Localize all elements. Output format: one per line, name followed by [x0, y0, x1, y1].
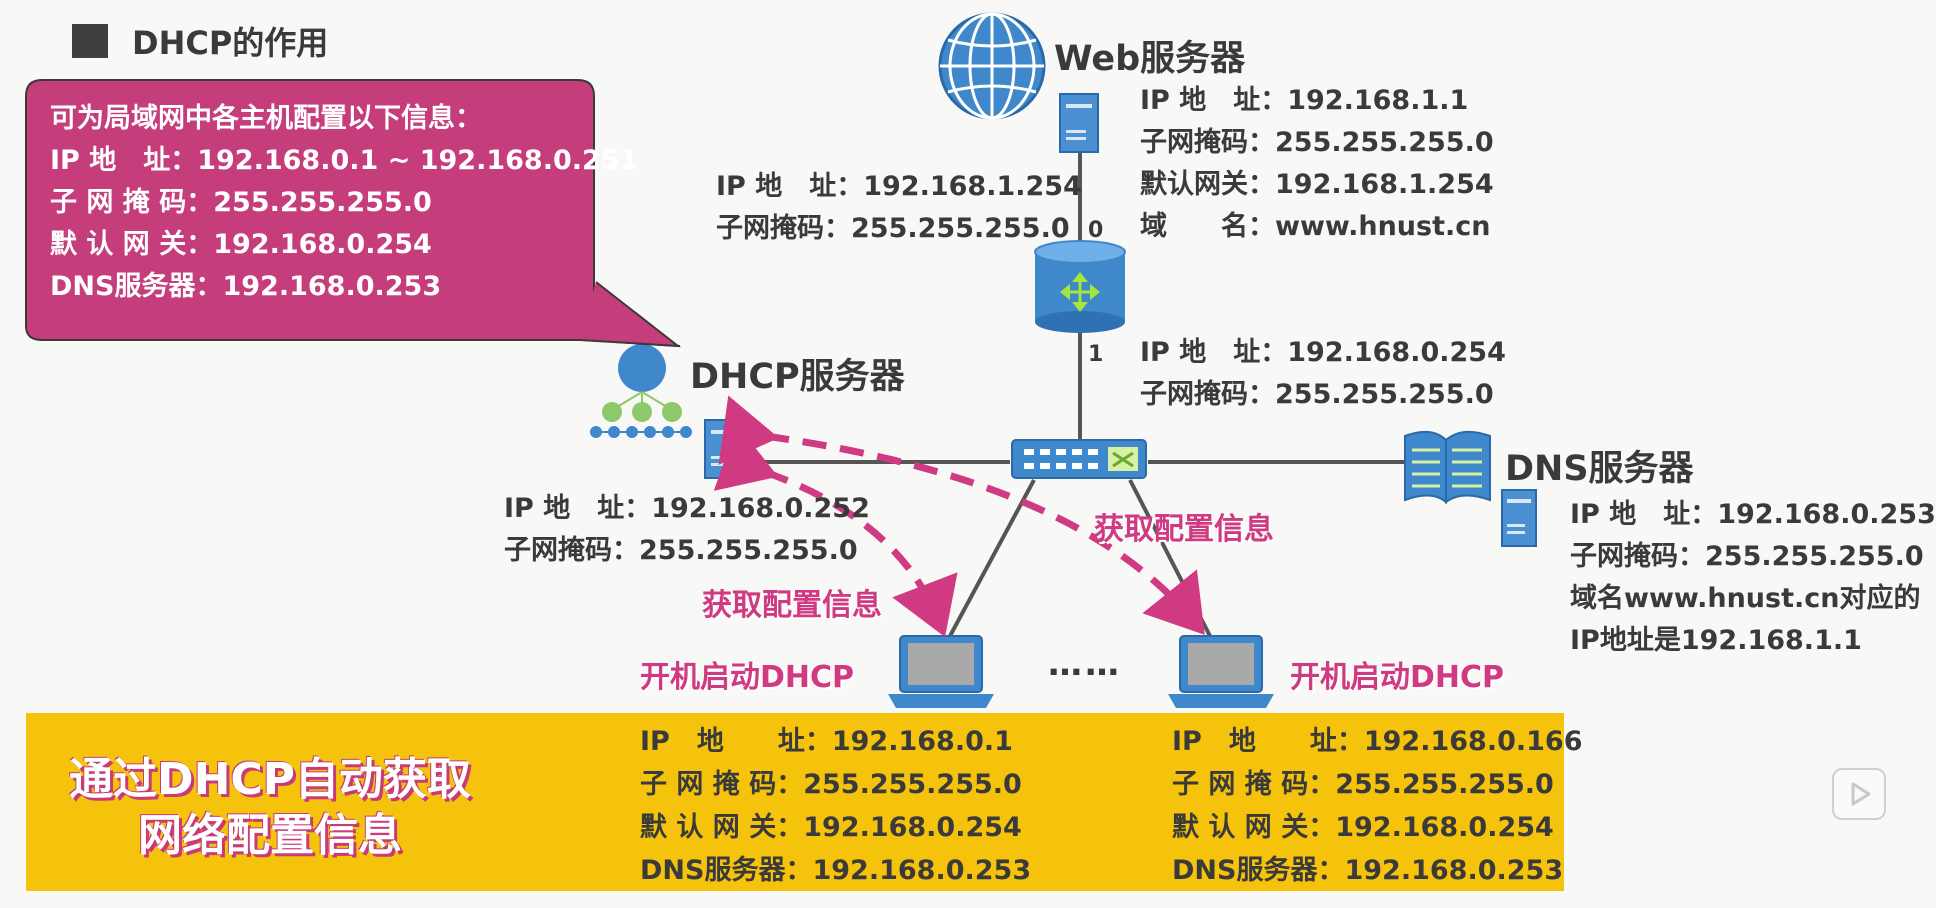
callout-value: 192.168.0.1 ~ 192.168.0.251: [197, 145, 639, 176]
callout-bubble: [25, 79, 682, 348]
dns-book-icon: [1404, 430, 1491, 505]
callout-line: 子 网 掩 码：255.255.255.0: [50, 182, 638, 224]
dns-note-line-2: IP地址是192.168.1.1: [1570, 625, 1862, 656]
callout-line: 默 认 网 关：192.168.0.254: [50, 224, 638, 266]
callout-content: 可为局域网中各主机配置以下信息： IP 地 址：192.168.0.1 ~ 19…: [50, 98, 638, 308]
info-value: 255.255.255.0: [1275, 127, 1494, 158]
link-switch-pc-left: [948, 479, 1036, 637]
router-icon: [1034, 240, 1126, 333]
dhcp-server-title: DHCP服务器: [690, 357, 905, 397]
info-label: IP 地 址：: [716, 171, 864, 202]
title-bullet: [72, 24, 108, 58]
router-port-1-info: IP 地 址：192.168.0.254 子网掩码：255.255.255.0: [1140, 332, 1506, 416]
info-value: 255.255.255.0: [1335, 769, 1554, 800]
callout-heading: 可为局域网中各主机配置以下信息：: [50, 103, 482, 134]
dns-server-tower-icon: [1501, 489, 1537, 547]
callout-label: IP 地 址：: [50, 145, 198, 176]
host-left-info: IP 地 址：192.168.0.1 子 网 掩 码：255.255.255.0…: [640, 720, 1031, 892]
info-value: 255.255.255.0: [803, 769, 1022, 800]
summary-banner: [26, 713, 1564, 891]
callout-label: 默 认 网 关：: [50, 229, 214, 260]
dns-note-line-1: 域名www.hnust.cn对应的: [1570, 583, 1921, 614]
info-value: 192.168.1.254: [863, 171, 1082, 202]
info-value: 192.168.0.254: [1287, 337, 1506, 368]
boot-label-left: 开机启动DHCP: [640, 660, 855, 695]
info-value: 192.168.0.253: [812, 855, 1032, 886]
callout-line: DNS服务器：192.168.0.253: [50, 266, 638, 308]
info-value: 192.168.0.166: [1363, 726, 1583, 757]
arrow-dhcp-pc-right: [718, 395, 1205, 635]
info-value: 255.255.255.0: [1275, 379, 1494, 410]
dhcp-server-tower-icon: [704, 419, 746, 479]
globe-icon: [938, 12, 1046, 120]
info-value: www.hnust.cn: [1275, 211, 1491, 242]
page-title: DHCP的作用: [132, 24, 329, 62]
info-label: IP 地 址：: [1140, 85, 1288, 116]
info-label: IP 地 址：: [504, 493, 652, 524]
info-label: 默 认 网 关：: [640, 812, 804, 843]
info-label: 子 网 掩 码：: [640, 769, 804, 800]
host-ellipsis: ……: [1048, 644, 1122, 684]
info-value: 192.168.0.252: [651, 493, 870, 524]
banner-line-2: 网络配置信息: [138, 810, 402, 861]
info-label: IP 地 址：: [1570, 499, 1718, 530]
banner-line-1: 通过DHCP自动获取: [69, 754, 471, 805]
info-label: IP 地 址：: [1172, 726, 1364, 757]
info-label: DNS服务器：: [1172, 855, 1345, 886]
info-value: 192.168.0.1: [831, 726, 1013, 757]
laptop-left-icon: [888, 635, 994, 708]
callout-value: 192.168.0.254: [213, 229, 432, 260]
web-server-tower-icon: [1059, 93, 1099, 153]
switch-icon: [1011, 439, 1147, 479]
info-value: 192.168.0.253: [1344, 855, 1564, 886]
router-port-1-label: 1: [1088, 342, 1104, 367]
info-label: 默 认 网 关：: [1172, 812, 1336, 843]
info-label: 子网掩码：: [1570, 541, 1705, 572]
info-value: 192.168.1.1: [1287, 85, 1469, 116]
web-server-info: IP 地 址：192.168.1.1 子网掩码：255.255.255.0 默认…: [1140, 80, 1494, 248]
info-label: 域 名：: [1140, 211, 1275, 242]
callout-value: 255.255.255.0: [213, 187, 432, 218]
info-label: IP 地 址：: [1140, 337, 1288, 368]
info-label: 子 网 掩 码：: [1172, 769, 1336, 800]
host-right-info: IP 地 址：192.168.0.166 子 网 掩 码：255.255.255…: [1172, 720, 1582, 892]
boot-label-right: 开机启动DHCP: [1290, 660, 1505, 695]
info-label: 子网掩码：: [716, 213, 851, 244]
info-value: 255.255.255.0: [639, 535, 858, 566]
arrow-label-right: 获取配置信息: [1094, 512, 1274, 547]
callout-label: DNS服务器：: [50, 271, 223, 302]
info-value: 255.255.255.0: [851, 213, 1070, 244]
info-label: 子网掩码：: [1140, 127, 1275, 158]
arrow-label-left: 获取配置信息: [702, 588, 882, 623]
info-label: 默认网关：: [1140, 169, 1275, 200]
laptop-right-icon: [1168, 635, 1274, 708]
info-label: 子网掩码：: [504, 535, 639, 566]
play-icon: [1851, 782, 1871, 806]
callout-label: 子 网 掩 码：: [50, 187, 214, 218]
banner-text: 通过DHCP自动获取 网络配置信息: [60, 752, 480, 864]
info-value: 192.168.1.254: [1275, 169, 1494, 200]
info-label: DNS服务器：: [640, 855, 813, 886]
info-value: 192.168.0.253: [1717, 499, 1936, 530]
info-label: 子网掩码：: [1140, 379, 1275, 410]
dhcp-server-info: IP 地 址：192.168.0.252 子网掩码：255.255.255.0: [504, 488, 870, 572]
info-value: 192.168.0.254: [1335, 812, 1554, 843]
info-value: 192.168.0.254: [803, 812, 1022, 843]
callout-value: 192.168.0.253: [222, 271, 442, 302]
dhcp-hierarchy-icon: [590, 344, 692, 438]
router-port-0-info: IP 地 址：192.168.1.254 子网掩码：255.255.255.0: [716, 166, 1082, 250]
router-port-0-label: 0: [1088, 218, 1104, 243]
dns-server-info: IP 地 址：192.168.0.253 子网掩码：255.255.255.0 …: [1570, 494, 1936, 662]
play-button[interactable]: [1832, 768, 1886, 820]
callout-line: IP 地 址：192.168.0.1 ~ 192.168.0.251: [50, 140, 638, 182]
info-value: 255.255.255.0: [1705, 541, 1924, 572]
web-server-title: Web服务器: [1054, 39, 1246, 79]
info-label: IP 地 址：: [640, 726, 832, 757]
dns-server-title: DNS服务器: [1505, 449, 1694, 489]
